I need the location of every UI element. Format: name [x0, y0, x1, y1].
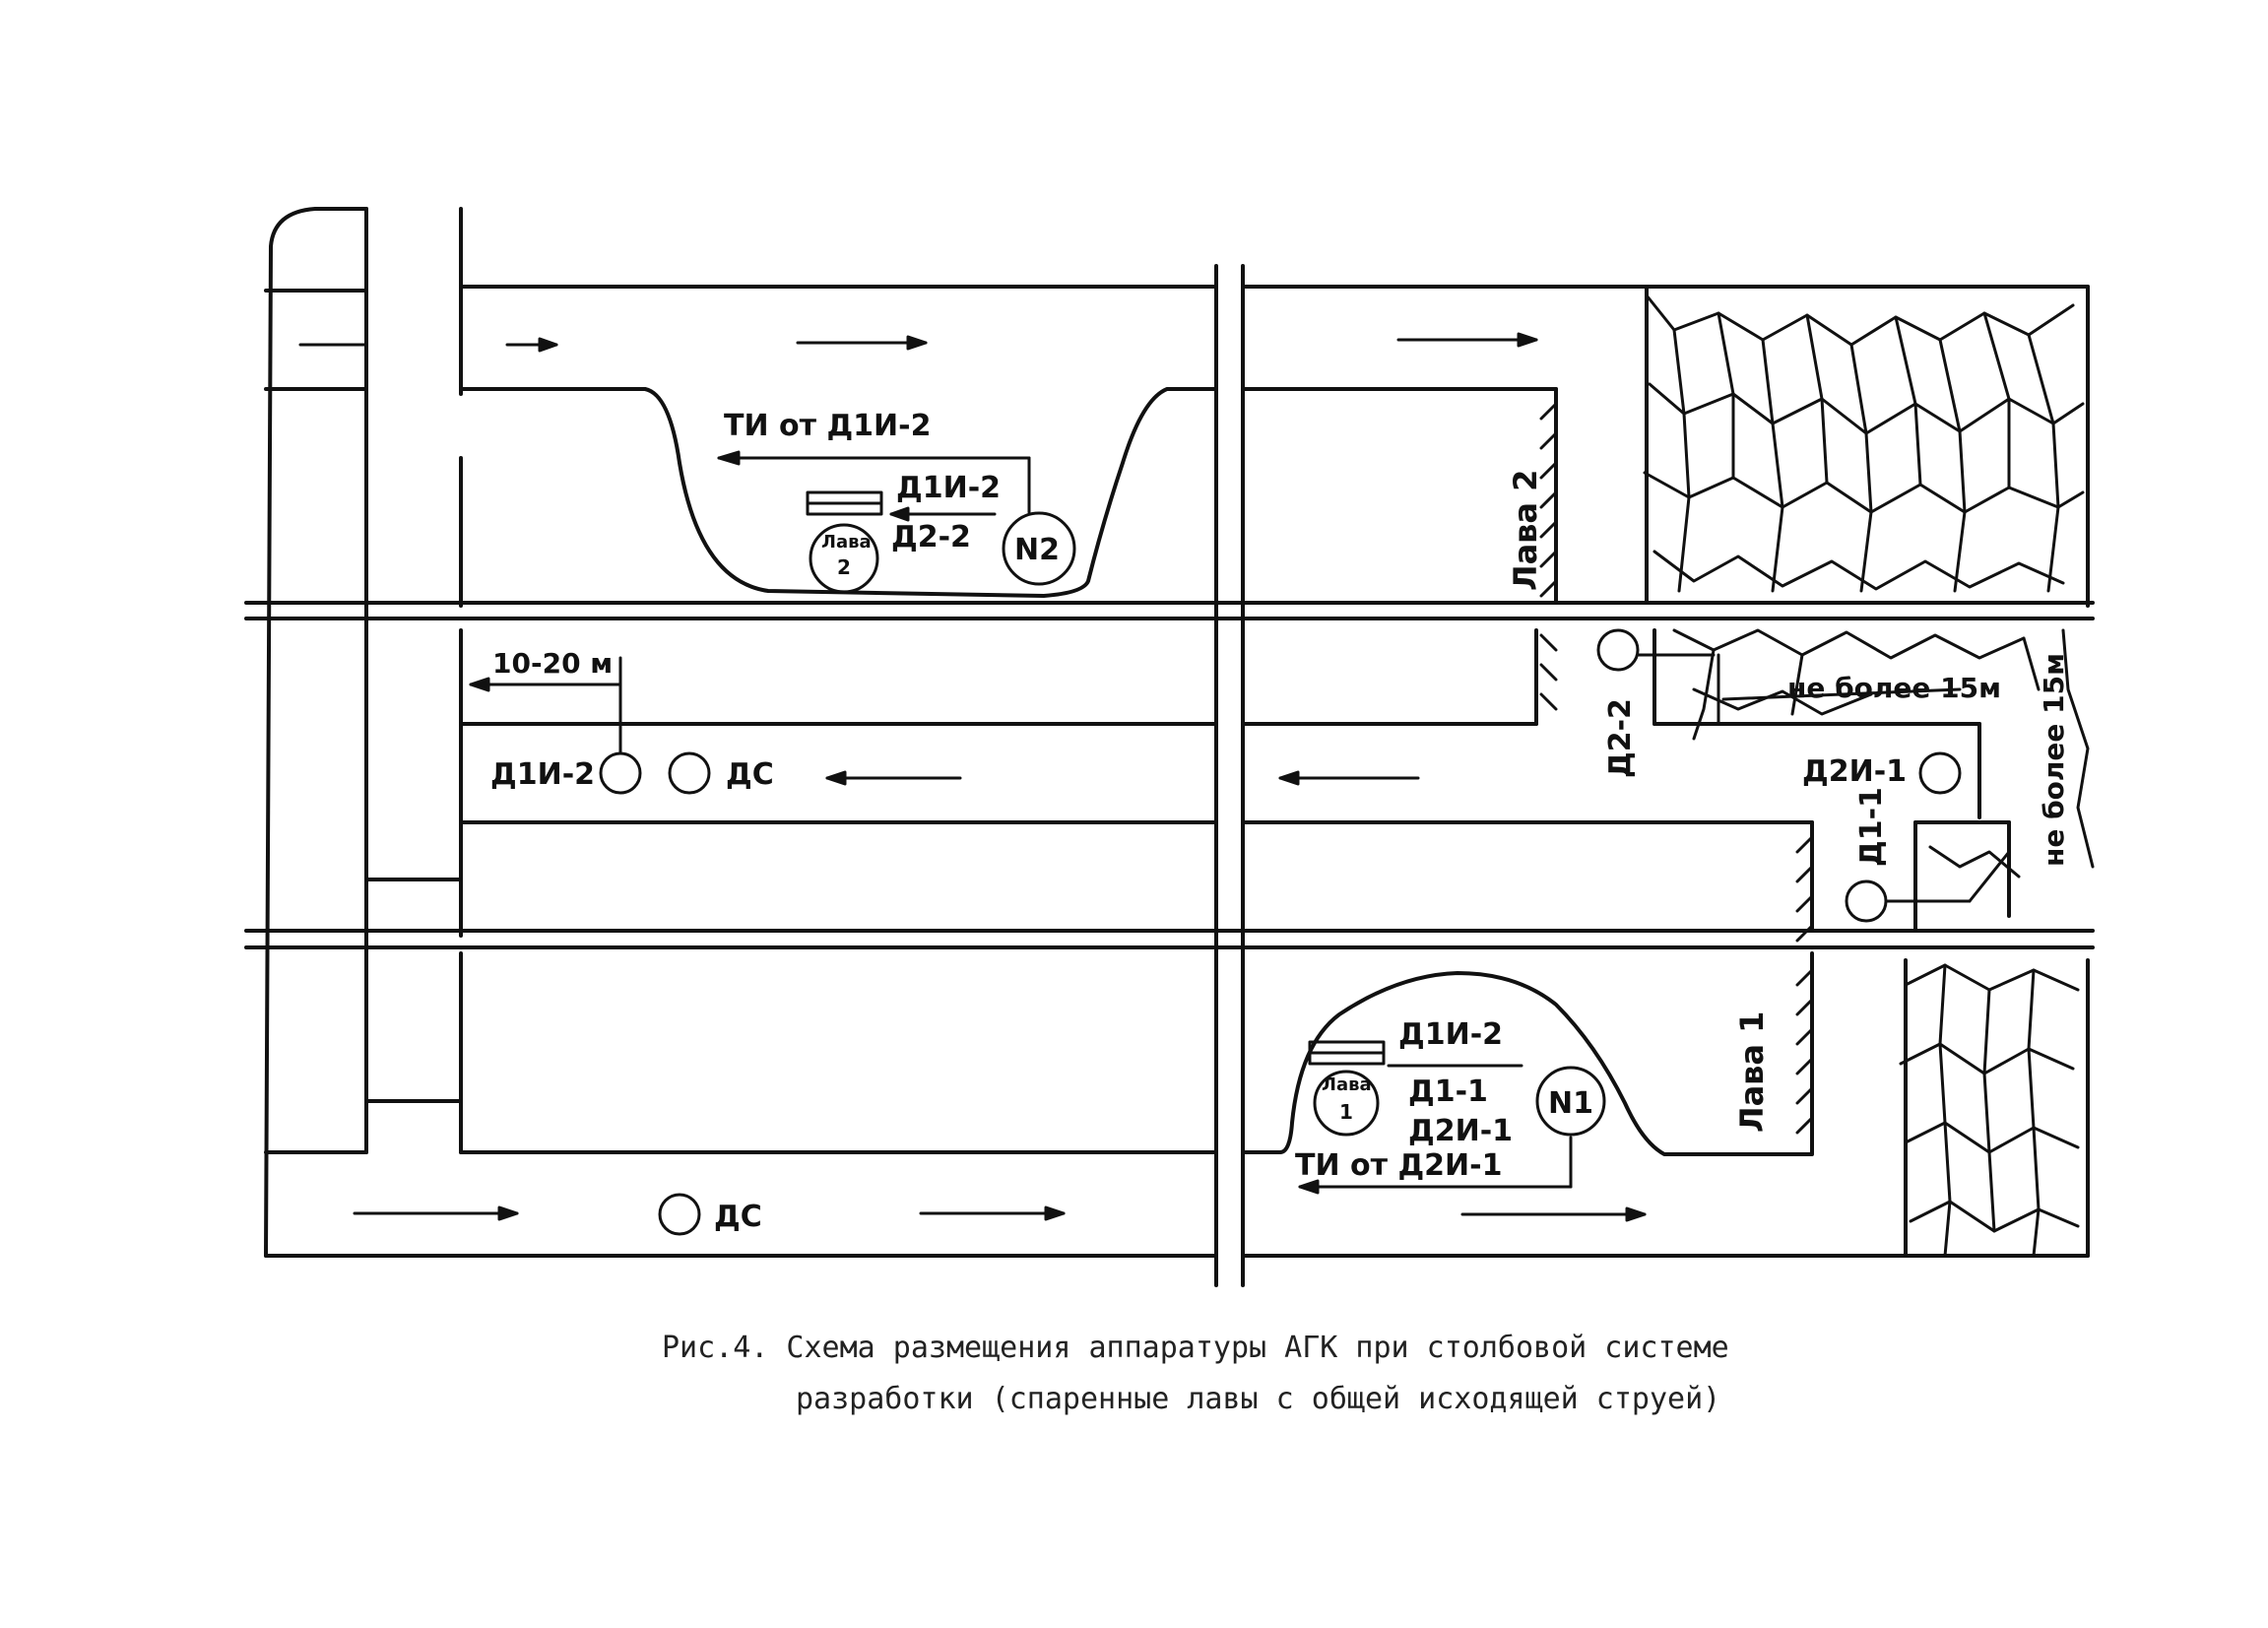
- mid-sensors: [469, 628, 2011, 923]
- label-ti-from-d2i1: ТИ от Д2И-1: [1295, 1148, 1502, 1183]
- label-d1i2-top: Д1И-2: [896, 471, 1001, 505]
- d11-sensor: [1845, 879, 1888, 923]
- label-lava1-small-a: Лава: [1322, 1074, 1372, 1095]
- caption-line-1: Рис.4. Схема размещения аппаратуры АГК п…: [662, 1331, 1729, 1365]
- label-d2i1-mid: Д2И-1: [1802, 754, 1907, 789]
- label-n1: N1: [1548, 1086, 1593, 1121]
- n1-circle: [1535, 1066, 1606, 1137]
- outline: [264, 207, 2090, 1258]
- label-d22-vert: Д2-2: [1603, 698, 1638, 778]
- label-lava1: Лава 1: [1733, 1011, 1771, 1133]
- lower-equipment: [658, 1040, 1606, 1236]
- label-lava2-small-b: 2: [837, 555, 851, 579]
- goaf-lower-texture: [1899, 963, 2080, 1258]
- label-d22-top: Д2-2: [891, 520, 971, 554]
- label-d1i2-bot: Д1И-2: [1398, 1017, 1503, 1052]
- label-lava1-small-b: 1: [1339, 1100, 1353, 1124]
- label-lava2-small-a: Лава: [821, 532, 872, 553]
- label-d11-bot: Д1-1: [1408, 1074, 1488, 1109]
- label-10-20m: 10-20 м: [492, 647, 613, 680]
- upper-equipment: [717, 450, 1076, 594]
- label-d11-vert: Д1-1: [1854, 787, 1889, 867]
- dc-sensor-mid: [668, 751, 711, 795]
- label-dc-bottom: ДС: [714, 1200, 762, 1234]
- label-not-more-15-b: не более 15м: [2038, 653, 2070, 867]
- label-ti-from-d1i2-top: ТИ от Д1И-2: [724, 409, 931, 443]
- label-d1i2-mid: Д1И-2: [490, 757, 595, 792]
- caption-line-2: разработки (спаренные лавы с общей исход…: [796, 1382, 1720, 1416]
- label-n2: N2: [1014, 533, 1060, 567]
- lava-hatching: [1539, 402, 1814, 1135]
- goaf-upper-texture: [1643, 293, 2085, 593]
- d2i1-sensor: [1918, 751, 1962, 795]
- n2-circle: [1002, 511, 1076, 586]
- center-cut: [1214, 264, 1245, 1287]
- lower-lava-circle: [1313, 1070, 1380, 1137]
- dc-sensor-bottom: [658, 1193, 701, 1236]
- goaf-middle-texture: [1672, 628, 2095, 879]
- label-d2i1-bot: Д2И-1: [1408, 1114, 1513, 1148]
- label-lava2: Лава 2: [1507, 470, 1544, 591]
- level-lines: [244, 601, 2095, 949]
- d22-sensor: [1596, 628, 1640, 672]
- d1i2-sensor: [599, 751, 642, 795]
- label-not-more-15-a: не более 15м: [1787, 672, 2001, 704]
- label-dc-mid: ДС: [726, 757, 774, 792]
- upper-lava-circle: [809, 523, 879, 594]
- airflow-arrows: [298, 332, 1647, 1222]
